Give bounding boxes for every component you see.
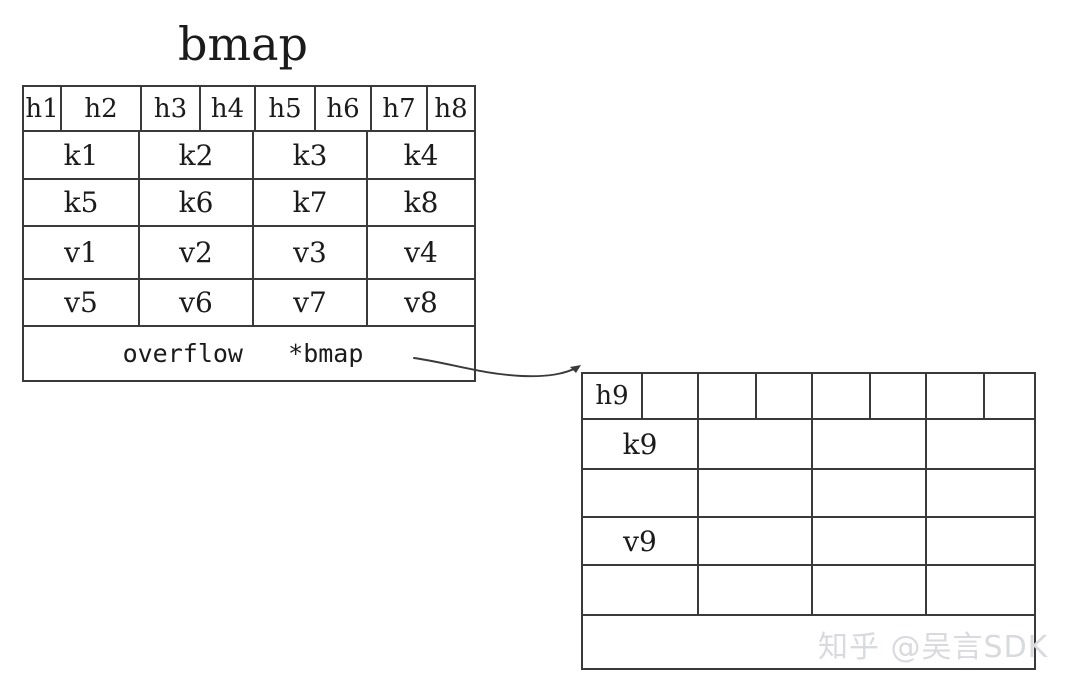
overflow-hash-cell-3 xyxy=(755,374,811,418)
overflow-hash-row: h9 xyxy=(583,374,1034,418)
overflow-value-cell-1-1 xyxy=(697,566,811,614)
bmap-overflow-row: overflow *bmap xyxy=(24,325,474,380)
bmap-value-cell-1-2: v7 xyxy=(252,280,366,325)
bmap-overflow-label: overflow *bmap xyxy=(122,339,364,368)
bmap-value-row-1: v5 v6 v7 v8 xyxy=(24,278,474,325)
bmap-value-cell-1-3: v8 xyxy=(366,280,474,325)
bmap-key-cell-0-1: k2 xyxy=(138,132,252,178)
overflow-hash-cell-7 xyxy=(983,374,1030,418)
overflow-hash-cell-6 xyxy=(925,374,983,418)
bmap-table: h1 h2 h3 h4 h5 h6 h7 h8 k1 k2 k3 k4 k5 k… xyxy=(22,85,476,382)
bmap-hash-cell-0: h1 xyxy=(25,93,59,124)
bmap-hash-cell-2: h3 xyxy=(140,87,199,130)
bmap-key-cell-0-2: k3 xyxy=(252,132,366,178)
overflow-value-cell-0-0: v9 xyxy=(623,524,657,558)
page-title: bmap xyxy=(178,17,308,71)
bmap-hash-row: h1 h2 h3 h4 h5 h6 h7 h8 xyxy=(24,87,474,130)
bmap-value-cell-1-0: v5 xyxy=(64,286,98,319)
bmap-key-cell-1-2: k7 xyxy=(252,180,366,225)
bmap-key-cell-1-0: k5 xyxy=(63,186,99,219)
overflow-table-overflow-row xyxy=(583,614,1034,668)
bmap-key-cell-1-1: k6 xyxy=(138,180,252,225)
bmap-hash-cell-6: h7 xyxy=(370,87,426,130)
overflow-key-cell-0-2 xyxy=(811,420,925,468)
bmap-key-row-0: k1 k2 k3 k4 xyxy=(24,130,474,178)
bmap-value-row-0: v1 v2 v3 v4 xyxy=(24,225,474,278)
overflow-value-cell-0-2 xyxy=(811,518,925,564)
bmap-hash-cell-4: h5 xyxy=(254,87,314,130)
bmap-value-cell-0-2: v3 xyxy=(252,227,366,278)
overflow-key-cell-1-0 xyxy=(583,470,697,516)
overflow-key-cell-0-1 xyxy=(697,420,811,468)
overflow-key-cell-1-3 xyxy=(925,470,1034,516)
overflow-value-cell-1-2 xyxy=(811,566,925,614)
overflow-key-row-0: k9 xyxy=(583,418,1034,468)
bmap-value-cell-0-3: v4 xyxy=(366,227,474,278)
overflow-key-cell-1-2 xyxy=(811,470,925,516)
bmap-value-cell-0-0: v1 xyxy=(64,236,98,269)
overflow-hash-cell-2 xyxy=(697,374,755,418)
bmap-key-cell-0-3: k4 xyxy=(366,132,474,178)
overflow-value-row-1 xyxy=(583,564,1034,614)
bmap-key-cell-1-3: k8 xyxy=(366,180,474,225)
overflow-hash-cell-0: h9 xyxy=(595,381,629,411)
bmap-hash-cell-3: h4 xyxy=(199,87,254,130)
overflow-value-row-0: v9 xyxy=(583,516,1034,564)
overflow-key-cell-0-0: k9 xyxy=(622,427,658,461)
bmap-hash-cell-7: h8 xyxy=(426,87,474,130)
overflow-hash-cell-1 xyxy=(641,374,697,418)
overflow-value-cell-0-3 xyxy=(925,518,1034,564)
overflow-hash-cell-4 xyxy=(811,374,869,418)
watermark: 知乎 @吴言SDK xyxy=(818,630,1049,665)
bmap-hash-cell-1: h2 xyxy=(60,87,140,130)
overflow-value-cell-1-0 xyxy=(583,566,697,614)
overflow-value-cell-0-1 xyxy=(697,518,811,564)
overflow-bmap-table: h9 k9 v9 xyxy=(581,372,1036,670)
overflow-hash-cell-5 xyxy=(869,374,925,418)
bmap-value-cell-1-1: v6 xyxy=(138,280,252,325)
overflow-value-cell-1-3 xyxy=(925,566,1034,614)
overflow-key-row-1 xyxy=(583,468,1034,516)
overflow-key-cell-0-3 xyxy=(925,420,1034,468)
bmap-hash-cell-5: h6 xyxy=(314,87,370,130)
bmap-key-row-1: k5 k6 k7 k8 xyxy=(24,178,474,225)
bmap-key-cell-0-0: k1 xyxy=(63,138,99,172)
bmap-value-cell-0-1: v2 xyxy=(138,227,252,278)
overflow-key-cell-1-1 xyxy=(697,470,811,516)
